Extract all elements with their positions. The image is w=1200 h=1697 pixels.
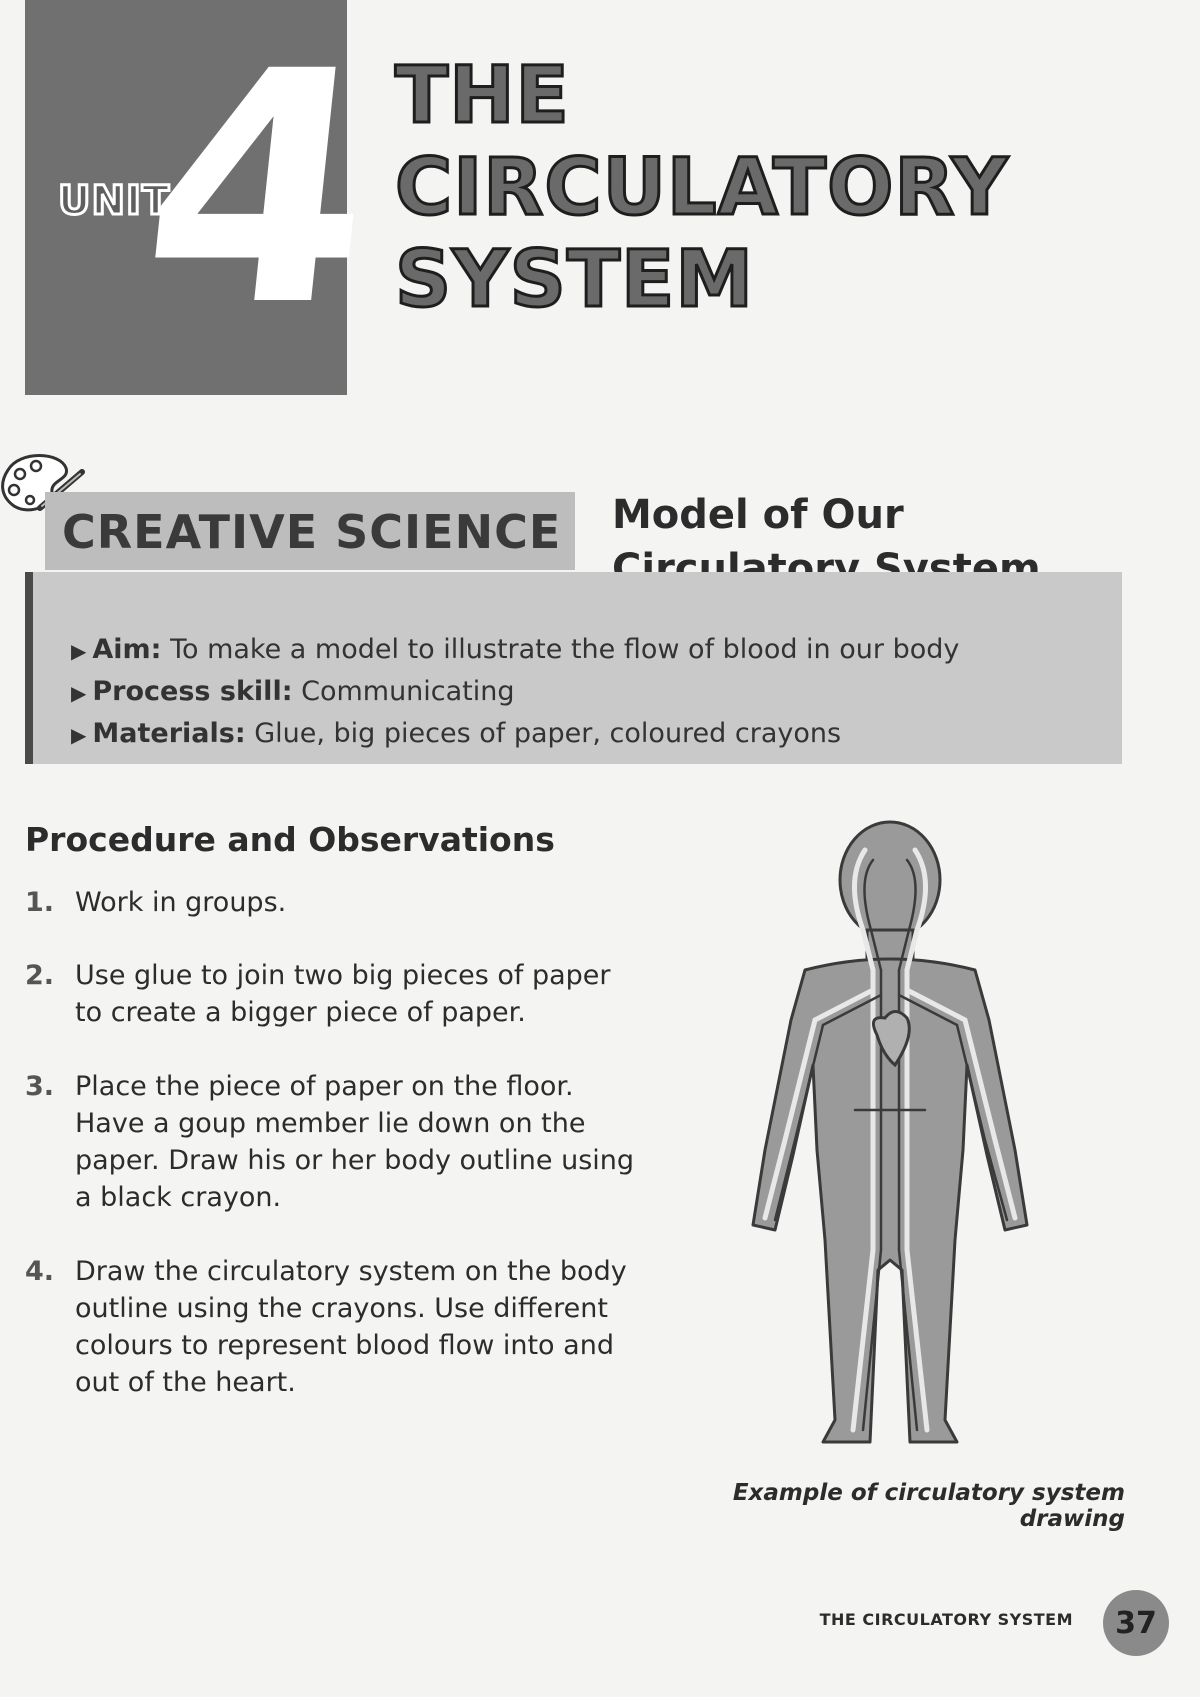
step-text: Use glue to join two big pieces of paper… [75,960,611,1028]
page-title: THE CIRCULATORY SYSTEM [394,50,1010,327]
title-line-3: SYSTEM [394,234,755,327]
materials-row: ▶Materials: Glue, big pieces of paper, c… [71,718,841,749]
bullet-arrow-icon: ▶ [71,681,87,705]
unit-label: UNIT [56,177,171,226]
step-number: 2. [25,960,55,991]
step-text: Draw the circulatory system on the body … [75,1256,627,1398]
aim-text: To make a model to illustrate the flow o… [170,634,960,665]
procedure-heading: Procedure and Observations [25,820,555,859]
banner-background [45,492,575,570]
unit-block [25,0,347,395]
title-line-2: CIRCULATORY [394,142,1010,235]
step-number: 4. [25,1256,55,1287]
step-number: 3. [25,1071,55,1102]
step-text: Work in groups. [75,887,287,918]
creative-science-banner: CREATIVE SCIENCE [62,505,562,559]
title-line-1: THE [394,50,571,143]
circulatory-body-figure [751,820,1029,1444]
step-text: Place the piece of paper on the floor. H… [75,1071,635,1213]
process-skill-label: Process skill: [92,676,293,707]
bullet-arrow-icon: ▶ [71,723,87,747]
bullet-arrow-icon: ▶ [71,639,87,663]
aim-row: ▶Aim: To make a model to illustrate the … [71,634,959,665]
activity-title-line-1: Model of Our [612,492,904,538]
figure-caption: Example of circulatory system drawing [732,1480,1125,1532]
materials-text: Glue, big pieces of paper, coloured cray… [254,718,842,749]
page-number: 37 [1103,1590,1169,1656]
process-skill-row: ▶Process skill: Communicating [71,676,515,707]
process-skill-text: Communicating [301,676,515,707]
step-number: 1. [25,887,55,918]
footer-chapter-label: THE CIRCULATORY SYSTEM [819,1610,1073,1629]
activity-info-box: ▶Aim: To make a model to illustrate the … [25,572,1122,764]
aim-label: Aim: [92,634,162,665]
materials-label: Materials: [92,718,246,749]
